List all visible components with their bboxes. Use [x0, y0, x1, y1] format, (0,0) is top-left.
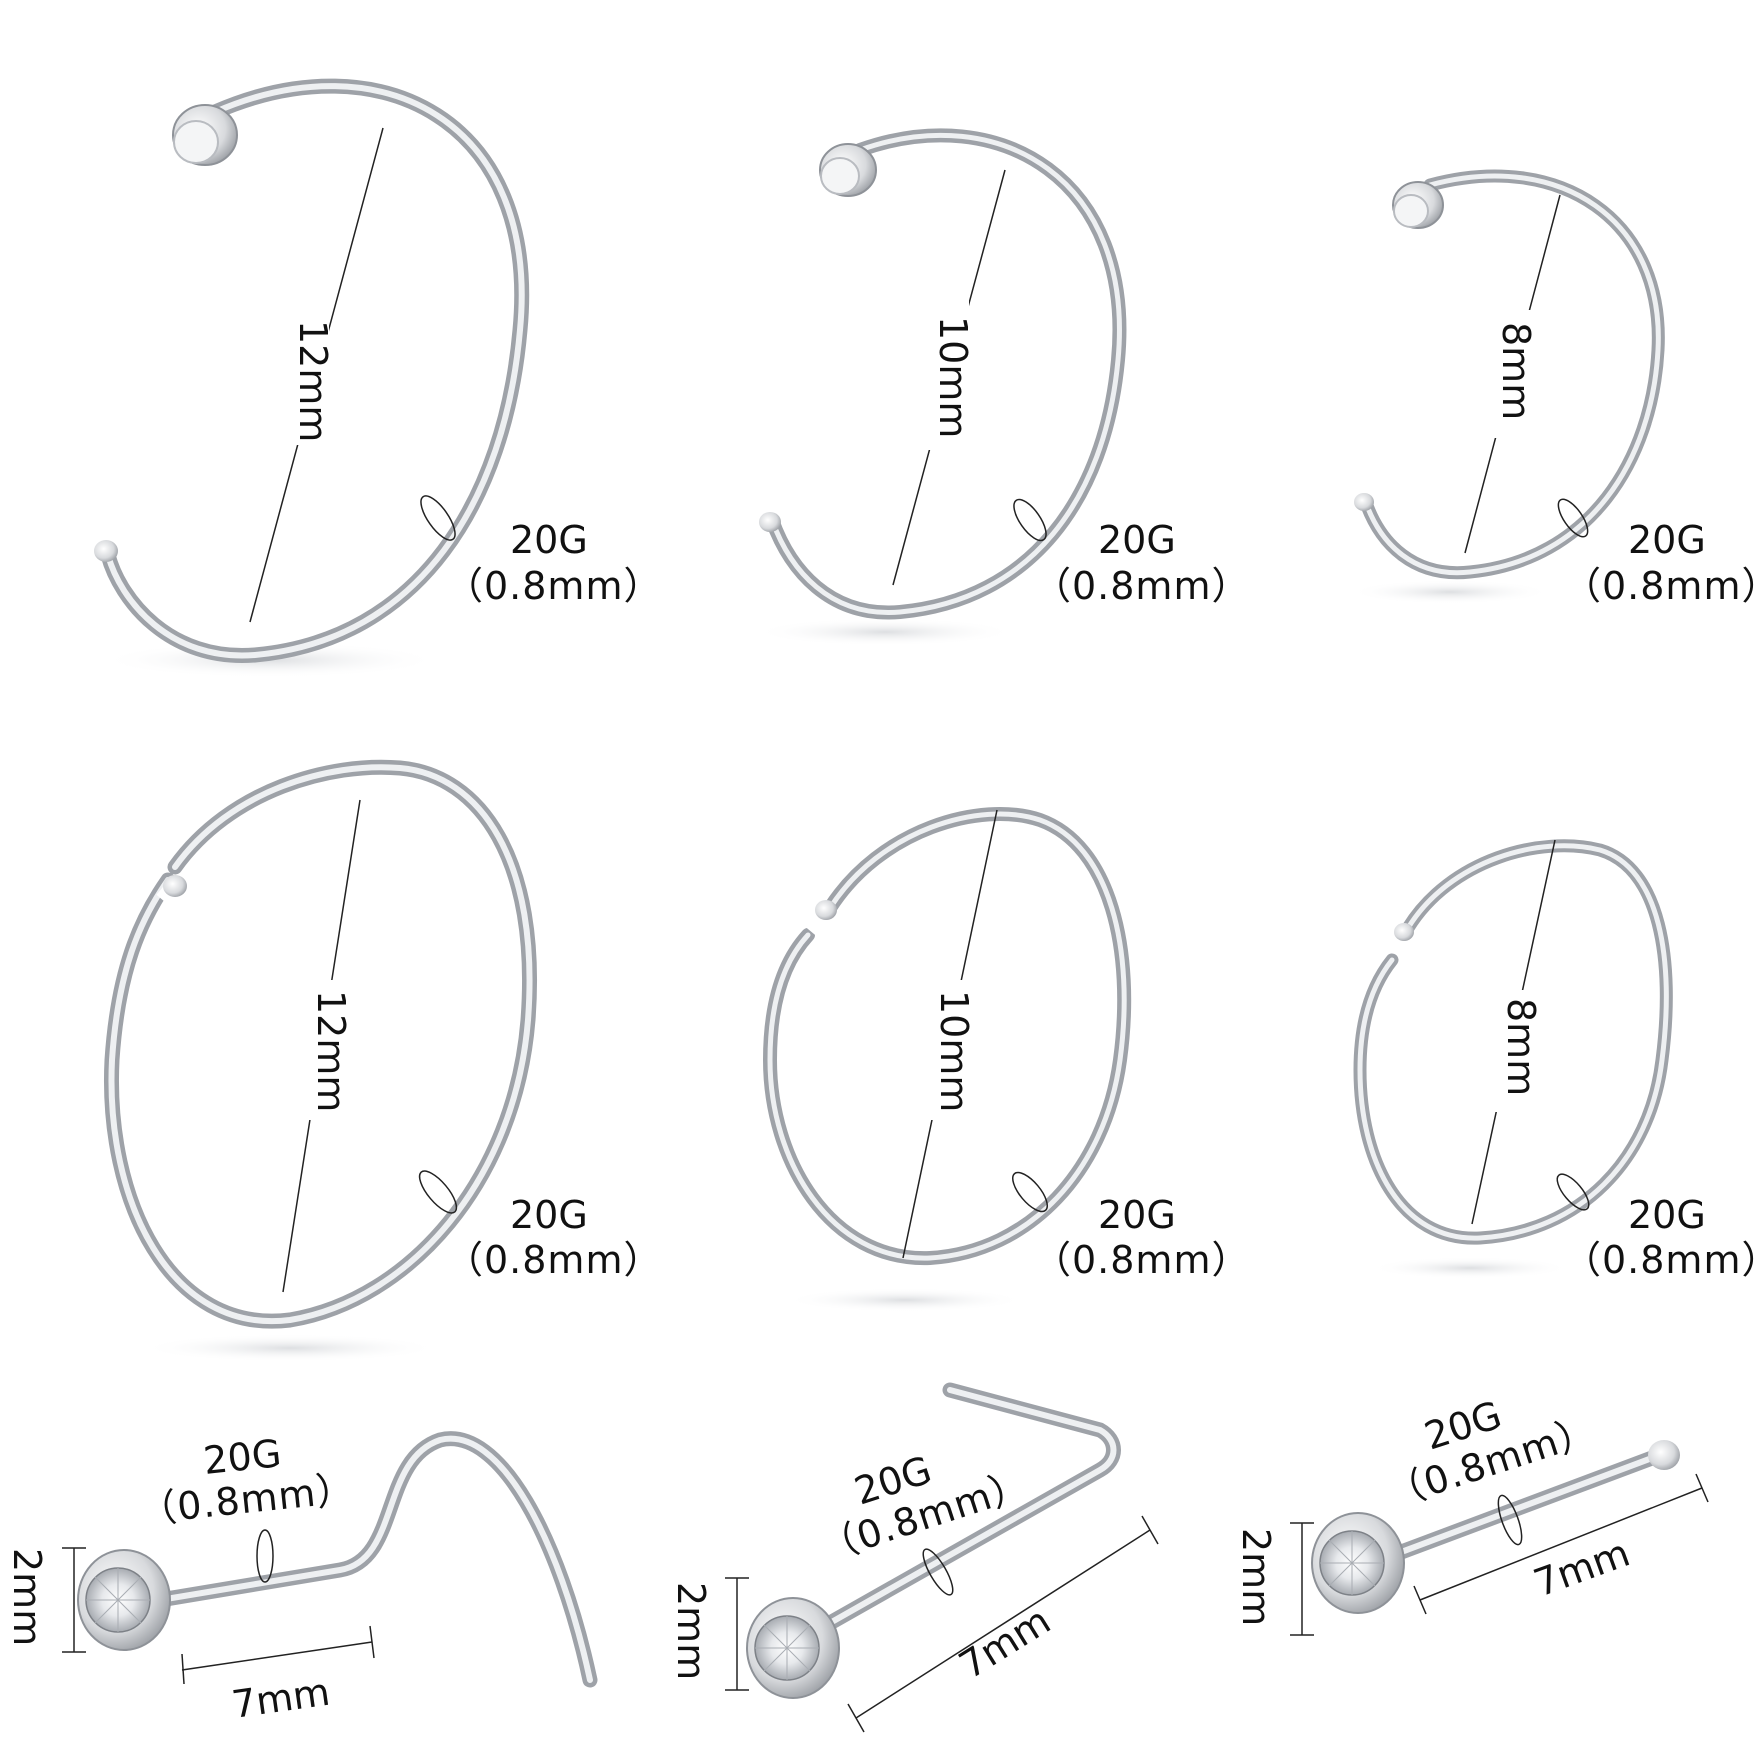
hoop-10mm: 10mm 20G （0.8mm）: [755, 128, 1250, 646]
diameter-label: 10mm: [932, 990, 976, 1112]
ball-end: [815, 900, 837, 920]
gem-height-label: 2mm: [5, 1548, 49, 1646]
length-label: 7mm: [951, 1598, 1058, 1687]
ring-8mm: 8mm 20G （0.8mm）: [1353, 839, 1764, 1282]
length-line: [181, 1641, 373, 1671]
label-gap: [925, 300, 969, 450]
hoop-wire-highlight: [769, 133, 1122, 615]
ball-end: [759, 512, 781, 532]
diameter-label: 8mm: [1499, 998, 1543, 1096]
gem-facets: [86, 1568, 150, 1632]
gem-facets: [1320, 1531, 1384, 1595]
ring-gap: [804, 910, 838, 943]
gauge-mm-label: （0.8mm）: [445, 1238, 662, 1282]
ball-end: [1354, 493, 1374, 511]
label-gap: [1488, 310, 1532, 438]
stud-wire-highlight: [1377, 1452, 1663, 1563]
stud-wire-highlight: [157, 1435, 593, 1683]
length-cap: [369, 1625, 375, 1659]
gem-height-label: 2mm: [669, 1582, 713, 1680]
gem-facets: [755, 1616, 819, 1680]
gauge-mm-label: （0.8mm）: [1563, 1238, 1764, 1282]
straight-stud: 2mm 7mm 20G （0.8mm）: [1234, 1393, 1709, 1636]
ring-wire-highlight: [108, 764, 533, 1325]
length-line: [855, 1529, 1151, 1719]
length-label: 7mm: [1528, 1531, 1635, 1606]
gauge-mm-label: （0.8mm）: [1033, 564, 1250, 608]
l-shape-stud: 2mm 7mm 20G （0.8mm）: [669, 1382, 1159, 1733]
length-label: 7mm: [229, 1670, 332, 1727]
ring-10mm: 10mm 20G （0.8mm）: [762, 807, 1250, 1312]
length-cap: [181, 1653, 185, 1685]
gauge-label: 20G: [1628, 518, 1706, 562]
ring-gap: [1387, 933, 1418, 963]
ring-shadow: [140, 1334, 440, 1362]
hoop-12mm: 12mm 20G （0.8mm）: [94, 78, 662, 678]
label-gap: [1495, 990, 1539, 1112]
screw-stud: 2mm 7mm 20G （0.8mm）: [5, 1431, 598, 1727]
flat-disc-face: [173, 120, 219, 164]
gauge-mm-label: （0.8mm）: [1033, 1238, 1250, 1282]
gem-height-label: 2mm: [1234, 1528, 1278, 1626]
gauge-label: 20G: [510, 1193, 588, 1237]
hoop-8mm: 8mm 20G （0.8mm）: [1350, 169, 1764, 608]
label-gap: [928, 980, 972, 1120]
length-line: [1419, 1487, 1703, 1601]
diameter-label: 12mm: [291, 320, 335, 442]
gauge-marker: [1013, 498, 1047, 542]
ring-shadow: [785, 1288, 1025, 1312]
diameter-label: 8mm: [1494, 322, 1538, 420]
stud-wire-highlight: [797, 1387, 1117, 1643]
gauge-marker: [1557, 498, 1589, 538]
gauge-label: 20G: [1098, 518, 1176, 562]
gauge-marker: [256, 1529, 274, 1583]
gauge-mm-label: （0.8mm）: [445, 564, 662, 608]
hoop-wire-highlight: [105, 83, 525, 659]
length-cap: [1141, 1515, 1159, 1545]
flat-disc-face: [820, 157, 860, 195]
gauge-label: 20G: [1628, 1193, 1706, 1237]
label-gap: [285, 295, 329, 445]
ball-end: [94, 540, 118, 562]
ring-wire-highlight: [767, 811, 1127, 1261]
ball-end: [1394, 923, 1414, 941]
length-cap: [847, 1703, 865, 1733]
gauge-marker: [922, 1548, 954, 1596]
hoop-shadow: [755, 618, 1015, 646]
ball-end: [163, 875, 187, 897]
diameter-label: 12mm: [309, 990, 353, 1112]
gauge-label: 20G: [510, 518, 588, 562]
length-cap: [1413, 1585, 1427, 1615]
ring-wire-highlight: [1357, 843, 1669, 1241]
ball-end: [1648, 1440, 1680, 1470]
hoop-wire-highlight: [1362, 173, 1661, 576]
gauge-marker: [418, 1170, 458, 1214]
flat-disc-face: [1393, 194, 1429, 228]
ring-shadow: [1370, 1257, 1570, 1279]
gauge-marker: [1497, 1494, 1523, 1546]
gauge-mm-label: （0.8mm）: [1563, 564, 1764, 608]
gauge-label: 20G: [201, 1431, 283, 1483]
gauge-label: 20G: [1098, 1193, 1176, 1237]
label-gap: [304, 980, 348, 1120]
gauge-marker: [420, 495, 456, 541]
ring-12mm: 12mm 20G （0.8mm）: [103, 759, 662, 1362]
gauge-marker: [1556, 1173, 1590, 1211]
hoop-shadow: [1350, 580, 1550, 604]
gauge-marker: [1012, 1171, 1048, 1213]
length-cap: [1695, 1473, 1709, 1503]
diameter-label: 10mm: [931, 316, 975, 438]
